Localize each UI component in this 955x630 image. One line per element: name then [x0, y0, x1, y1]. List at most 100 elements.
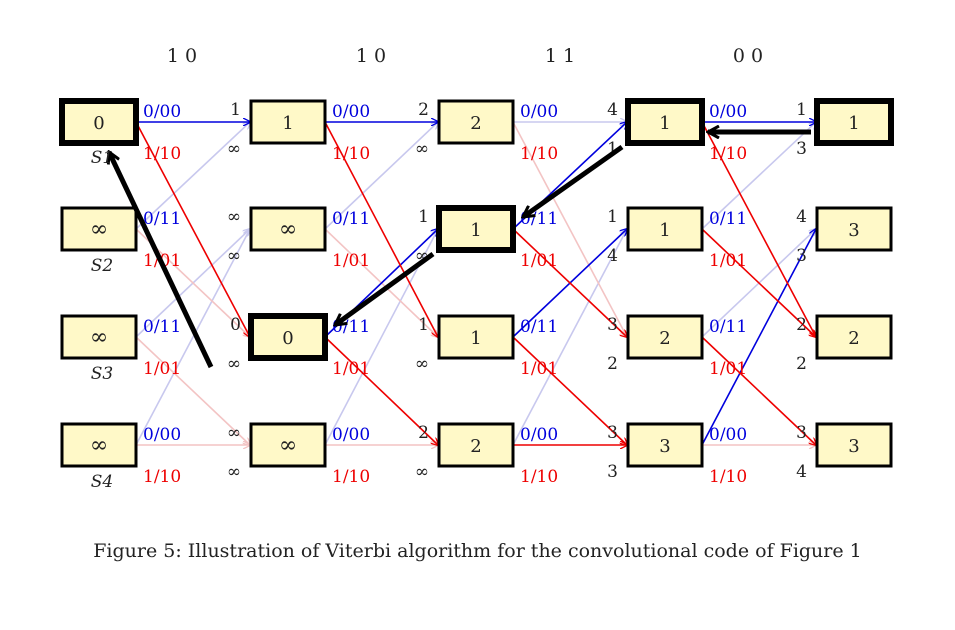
node-metric-value: 3 — [659, 436, 670, 457]
trellis-edge — [701, 228, 816, 337]
edge-label-input0: 0/00 — [709, 425, 747, 445]
trellis-node: 0 — [59, 98, 139, 146]
node-box — [60, 422, 138, 468]
state-label-s1: S1 — [91, 148, 113, 168]
edge-label-input1: 1/10 — [709, 467, 747, 487]
candidate-metric-upper: 2 — [796, 315, 807, 335]
node-metric-value: ∞ — [279, 217, 297, 242]
node-metric-value: 1 — [848, 113, 859, 134]
trellis-edge — [135, 122, 250, 230]
trellis-edge — [135, 336, 250, 445]
node-box — [626, 206, 704, 252]
node-metric-value: 1 — [470, 220, 481, 241]
trellis-node: 1 — [626, 206, 704, 252]
candidate-metric-lower: ∞ — [227, 462, 241, 482]
node-box — [815, 314, 893, 360]
trellis-edge — [701, 336, 816, 445]
state-label-s4: S4 — [91, 472, 113, 492]
trellis-node: ∞ — [60, 314, 138, 360]
trellis-node: ∞ — [60, 422, 138, 468]
candidate-metric-lower: ∞ — [227, 246, 241, 266]
candidate-metric-lower: 4 — [796, 462, 807, 482]
edge-label-input1: 1/10 — [332, 144, 370, 164]
edge-label-input0: 0/11 — [520, 209, 558, 229]
candidate-metric-upper: 1 — [418, 315, 429, 335]
node-box — [436, 205, 516, 253]
candidate-metric-lower: 4 — [607, 246, 618, 266]
node-box — [249, 206, 327, 252]
node-metric-value: 1 — [470, 328, 481, 349]
node-metric-value: 1 — [282, 113, 293, 134]
candidate-metric-upper: 3 — [796, 423, 807, 443]
received-bits-stage-3: 1 1 — [545, 45, 575, 67]
edge-label-input1: 1/10 — [332, 467, 370, 487]
candidate-metric-lower: 2 — [796, 354, 807, 374]
trellis-node: 1 — [437, 314, 515, 360]
candidate-metric-upper: 1 — [796, 100, 807, 120]
node-metric-value: 3 — [848, 436, 859, 457]
trellis-node: 1 — [436, 205, 516, 253]
node-metric-value: 2 — [470, 113, 481, 134]
node-box — [437, 99, 515, 145]
node-box — [626, 422, 704, 468]
trellis-edge — [512, 336, 627, 445]
edge-label-input0: 0/11 — [143, 209, 181, 229]
node-box — [59, 98, 139, 146]
node-box — [437, 314, 515, 360]
node-metric-value: 1 — [659, 220, 670, 241]
edge-label-input1: 1/01 — [332, 251, 370, 271]
trellis-edge — [701, 121, 816, 337]
node-box — [814, 98, 894, 146]
edge-label-input1: 1/01 — [143, 359, 181, 379]
node-metric-value: 0 — [282, 328, 293, 349]
trellis-node: ∞ — [249, 422, 327, 468]
edge-label-input1: 1/01 — [520, 251, 558, 271]
edge-label-input1: 1/10 — [520, 467, 558, 487]
edge-label-input0: 0/11 — [143, 317, 181, 337]
edge-label-input1: 1/01 — [709, 251, 747, 271]
edge-label-input0: 0/00 — [143, 102, 181, 122]
candidate-metric-lower: 3 — [796, 139, 807, 159]
traceback-arrow — [106, 152, 214, 369]
edge-label-input0: 0/00 — [709, 102, 747, 122]
node-metric-value: ∞ — [90, 433, 108, 458]
edge-label-input0: 0/11 — [520, 317, 558, 337]
candidate-metric-lower: ∞ — [415, 354, 429, 374]
edge-label-input1: 1/01 — [520, 359, 558, 379]
node-metric-value: ∞ — [90, 325, 108, 350]
figure-caption: Figure 5: Illustration of Viterbi algori… — [93, 540, 862, 562]
trellis-edge — [701, 122, 816, 230]
trellis-node: ∞ — [249, 206, 327, 252]
edge-label-input0: 0/11 — [709, 317, 747, 337]
candidate-metric-upper: 1 — [418, 207, 429, 227]
candidate-metric-upper: 1 — [607, 207, 618, 227]
node-box — [815, 422, 893, 468]
trellis-node: 2 — [437, 99, 515, 145]
node-box — [249, 99, 327, 145]
candidate-metric-lower: ∞ — [227, 139, 241, 159]
state-label-s2: S2 — [91, 256, 113, 276]
candidate-metric-upper: 1 — [230, 100, 241, 120]
node-metric-value: 2 — [848, 328, 859, 349]
trellis-edge — [135, 121, 250, 337]
node-metric-value: ∞ — [90, 217, 108, 242]
traceback-arrow — [523, 144, 624, 220]
node-metric-value: 1 — [659, 113, 670, 134]
traceback-arrow — [335, 251, 435, 328]
edge-label-input0: 0/00 — [143, 425, 181, 445]
node-box — [60, 314, 138, 360]
trellis-node: 2 — [437, 422, 515, 468]
trellis-edge — [324, 122, 438, 230]
trellis-edge — [512, 228, 627, 337]
trellis-edge — [701, 229, 816, 446]
candidate-metric-lower: 1 — [607, 139, 618, 159]
candidate-metric-upper: 0 — [230, 315, 241, 335]
edge-label-input1: 1/01 — [709, 359, 747, 379]
trellis-edge — [324, 336, 438, 445]
candidate-metric-upper: ∞ — [227, 207, 241, 227]
trellis-node: 1 — [249, 99, 327, 145]
candidate-metric-upper: ∞ — [227, 423, 241, 443]
node-metric-value: ∞ — [279, 433, 297, 458]
viterbi-trellis-diagram: 0/00 1/10 0/11 1/01 0/11 1/01 0/00 1/10 0/00 1/10… — [59, 45, 894, 492]
trellis-node: 0 — [248, 313, 328, 361]
